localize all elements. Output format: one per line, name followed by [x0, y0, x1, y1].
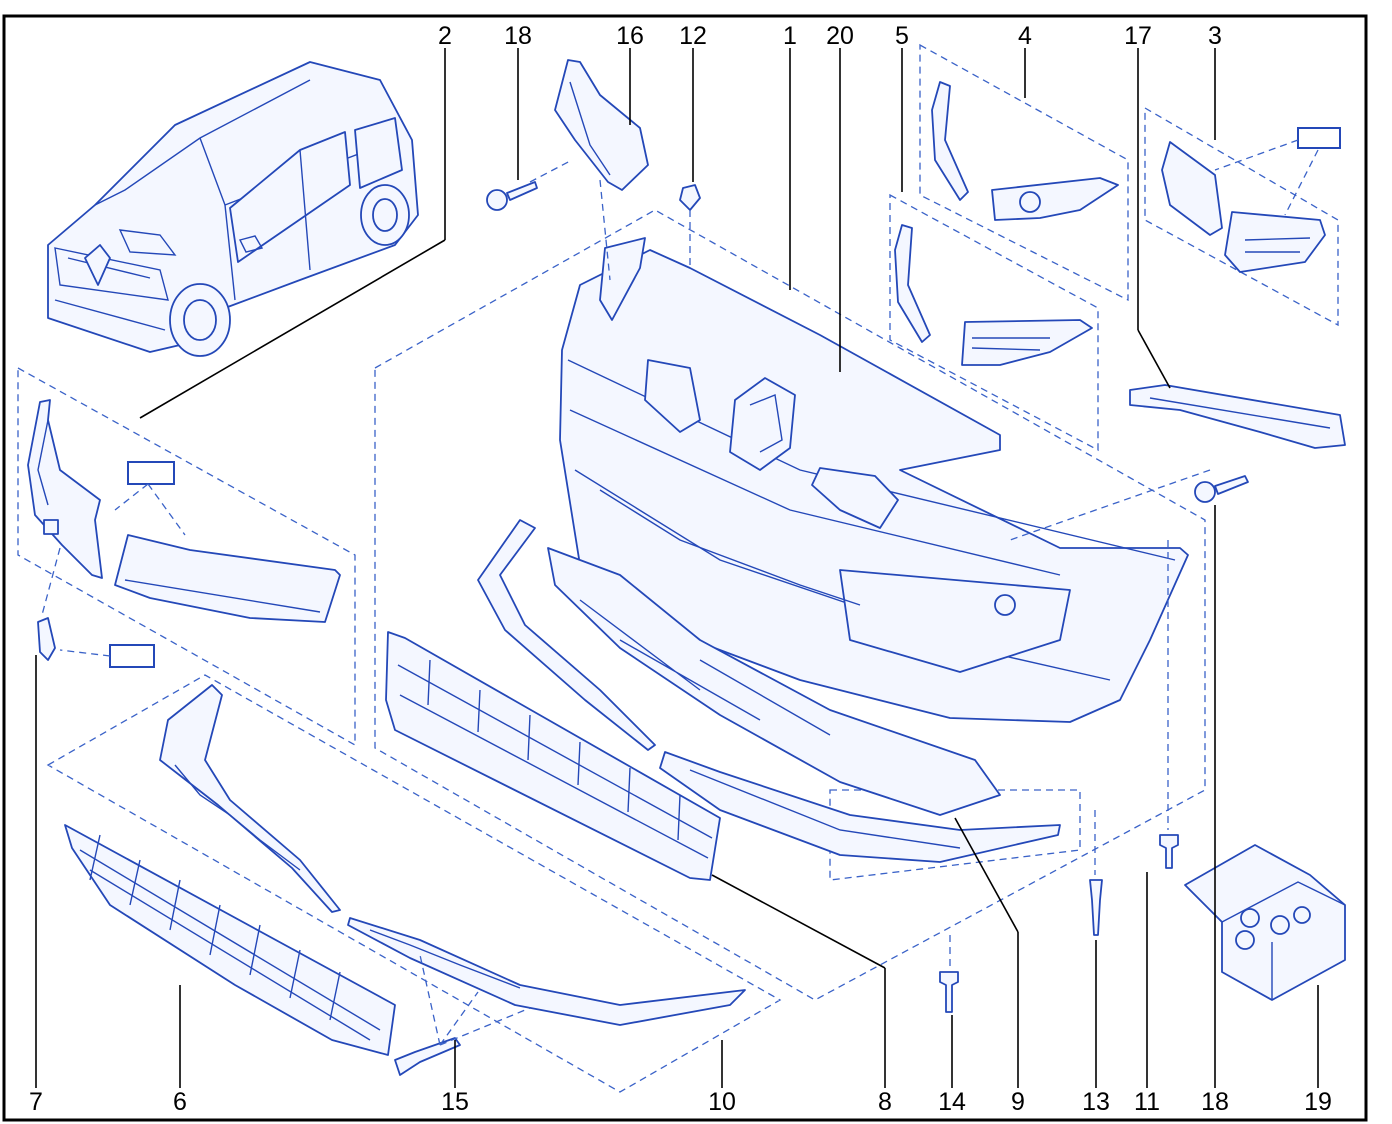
callout-6: 6 [173, 1088, 187, 1116]
vehicle-illustration [47, 61, 419, 357]
callouts-bottom: 7 6 15 10 8 14 9 13 11 18 19 [29, 1088, 1332, 1116]
callout-11: 11 [1134, 1088, 1160, 1116]
clip-tag-icon [109, 644, 155, 668]
callout-18: 18 [504, 22, 532, 50]
callout-13: 13 [1082, 1088, 1110, 1116]
callout-7: 7 [29, 1088, 43, 1116]
clip-tag-icon [1297, 127, 1341, 149]
screw-18-icon [486, 189, 508, 211]
lower-bumper-parts [385, 519, 1061, 881]
callout-9: 9 [1011, 1088, 1025, 1116]
bumper-assembly [559, 249, 1189, 723]
callout-1: 1 [783, 22, 797, 50]
callouts-top: 2 18 16 12 1 20 5 4 17 3 [438, 22, 1222, 50]
callout-8: 8 [878, 1088, 892, 1116]
callout-2: 2 [438, 22, 452, 50]
fastener-kit-box-icon [1184, 844, 1346, 1001]
callout-17: 17 [1124, 22, 1152, 50]
upper-brackets [554, 59, 1346, 449]
screw-11-icon [1159, 834, 1179, 869]
side-trim-group [27, 399, 341, 668]
callout-15: 15 [441, 1088, 469, 1116]
leader-lines [35, 48, 1319, 1088]
callout-5: 5 [895, 22, 909, 50]
rivet-13-icon [1089, 879, 1103, 936]
callout-12: 12 [679, 22, 707, 50]
clip-tag-icon [127, 461, 175, 485]
lower-grille-group [64, 684, 746, 1076]
callout-19: 19 [1304, 1088, 1332, 1116]
callout-10: 10 [708, 1088, 736, 1116]
clip-12-icon [679, 184, 701, 211]
screw-18-lower-icon [1194, 481, 1216, 503]
callout-18-lower: 18 [1201, 1088, 1229, 1116]
callout-20: 20 [826, 22, 854, 50]
callout-16: 16 [616, 22, 644, 50]
fasteners [486, 159, 1346, 1013]
callout-3: 3 [1208, 22, 1222, 50]
screw-14-icon [939, 971, 959, 1013]
callout-4: 4 [1018, 22, 1032, 50]
callout-14: 14 [938, 1088, 966, 1116]
